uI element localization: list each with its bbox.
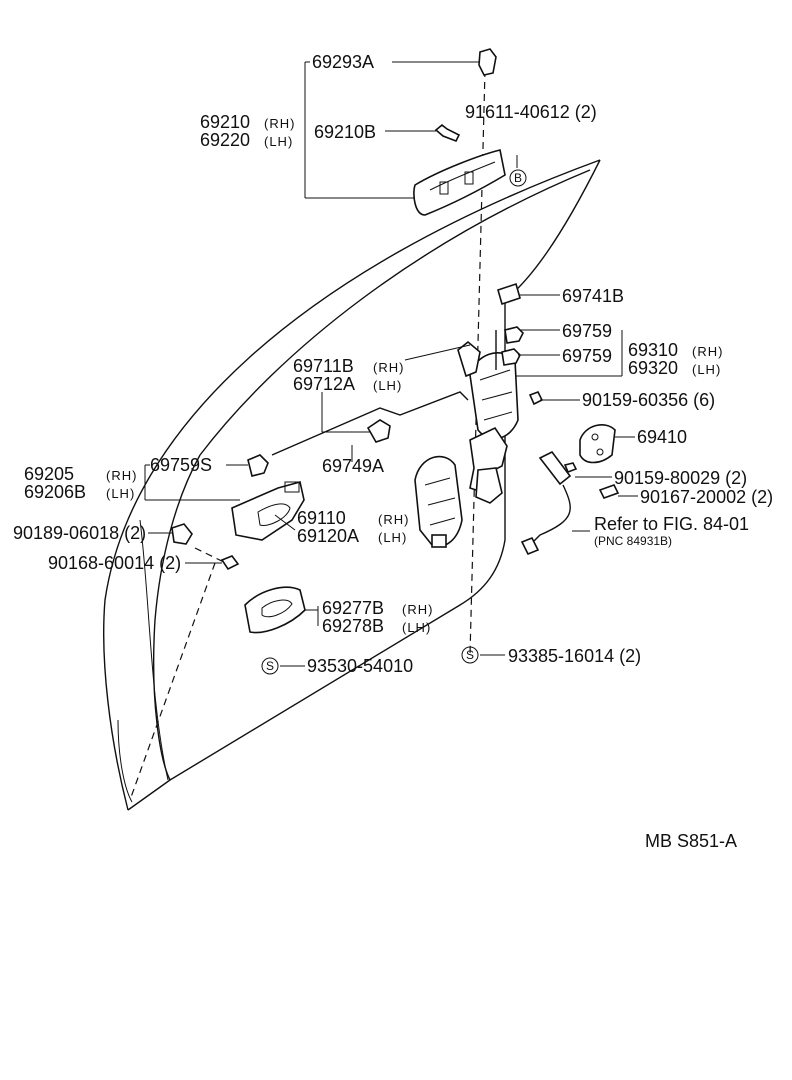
label-69712a: 69712A bbox=[293, 374, 355, 394]
callout-s-right-letter: S bbox=[466, 648, 474, 662]
label-69206b-lh: (LH) bbox=[106, 486, 135, 501]
label-69759s: 69759S bbox=[150, 455, 212, 475]
label-69210b: 69210B bbox=[314, 122, 376, 142]
door-lock-actuator-69110 bbox=[414, 455, 463, 548]
clip-69759-upper bbox=[504, 326, 524, 344]
door-panel-outline bbox=[103, 159, 601, 811]
label-69110-rh: (RH) bbox=[378, 512, 409, 527]
inside-handle-69205 bbox=[231, 481, 305, 541]
label-69206b: 69206B bbox=[24, 482, 86, 502]
label-69205-rh: (RH) bbox=[106, 468, 137, 483]
screw-90159-60356 bbox=[528, 390, 544, 406]
label-69759-lower: 69759 bbox=[562, 346, 612, 366]
label-refer-fig: Refer to FIG. 84-01 bbox=[594, 514, 749, 534]
label-69320-lh: (LH) bbox=[692, 362, 721, 377]
label-69210: 69210 bbox=[200, 112, 250, 132]
clip-90189-06018 bbox=[171, 523, 193, 545]
label-69205: 69205 bbox=[24, 464, 74, 484]
bracket-69741b bbox=[497, 282, 521, 306]
label-69711b: 69711B bbox=[293, 356, 354, 376]
label-69277b: 69277B bbox=[322, 598, 384, 618]
clip-69293a bbox=[478, 48, 497, 76]
label-69293a: 69293A bbox=[312, 52, 374, 72]
screw-90168-60014 bbox=[220, 555, 240, 571]
label-69220: 69220 bbox=[200, 130, 250, 150]
label-90168-60014: 90168-60014 (2) bbox=[48, 553, 181, 573]
door-striker-69410 bbox=[579, 424, 616, 464]
label-93530-54010: 93530-54010 bbox=[307, 656, 413, 676]
label-90159-60356: 90159-60356 (6) bbox=[582, 390, 715, 410]
label-69410: 69410 bbox=[637, 427, 687, 447]
label-69277b-rh: (RH) bbox=[402, 602, 433, 617]
screw-90167-20002 bbox=[598, 484, 620, 499]
control-rod-69711b bbox=[271, 391, 469, 456]
outside-handle-69210 bbox=[413, 149, 506, 216]
callout-s-right: S bbox=[461, 646, 479, 664]
label-69110: 69110 bbox=[297, 508, 346, 528]
label-69711b-rh: (RH) bbox=[373, 360, 404, 375]
clip-69759s bbox=[247, 454, 269, 477]
label-69278b-lh: (LH) bbox=[402, 620, 431, 635]
door-switch-assembly bbox=[520, 450, 572, 556]
label-69120a: 69120A bbox=[297, 526, 359, 546]
label-90167-20002: 90167-20002 (2) bbox=[640, 487, 773, 507]
screw-69210b bbox=[434, 123, 461, 143]
leader-lines bbox=[144, 61, 638, 667]
clip-69759-lower bbox=[501, 348, 521, 366]
figure-code: MB S851-A bbox=[645, 831, 737, 851]
label-91611-40612: 91611-40612 (2) bbox=[465, 102, 597, 122]
callout-b-letter: B bbox=[514, 171, 522, 185]
label-69749a: 69749A bbox=[322, 456, 384, 476]
label-69741b: 69741B bbox=[562, 286, 624, 306]
label-pnc: (PNC 84931B) bbox=[594, 534, 672, 548]
label-69310: 69310 bbox=[628, 340, 678, 360]
door-lock-assembly-69310 bbox=[457, 330, 519, 440]
callout-s-left-letter: S bbox=[266, 659, 274, 673]
label-69310-rh: (RH) bbox=[692, 344, 723, 359]
callout-s-left: S bbox=[261, 657, 279, 675]
part-labels: 69293A 69210 (RH) 69220 (LH) 69210B 9161… bbox=[13, 52, 773, 851]
screw-90159-80029 bbox=[563, 462, 578, 474]
label-69759-upper: 69759 bbox=[562, 321, 612, 341]
label-69278b: 69278B bbox=[322, 616, 384, 636]
label-69320: 69320 bbox=[628, 358, 678, 378]
label-69712a-lh: (LH) bbox=[373, 378, 402, 393]
label-90189-06018: 90189-06018 (2) bbox=[13, 523, 146, 543]
inside-handle-bezel-69277b bbox=[244, 586, 306, 634]
lock-lever-assembly bbox=[469, 426, 508, 504]
label-90159-80029: 90159-80029 (2) bbox=[614, 468, 747, 488]
callout-b: B bbox=[509, 155, 527, 187]
label-69220-lh: (LH) bbox=[264, 134, 293, 149]
label-69210-rh: (RH) bbox=[264, 116, 295, 131]
label-69120a-lh: (LH) bbox=[378, 530, 407, 545]
label-93385-16014: 93385-16014 (2) bbox=[508, 646, 641, 666]
rod-clip-69749a bbox=[366, 419, 391, 443]
